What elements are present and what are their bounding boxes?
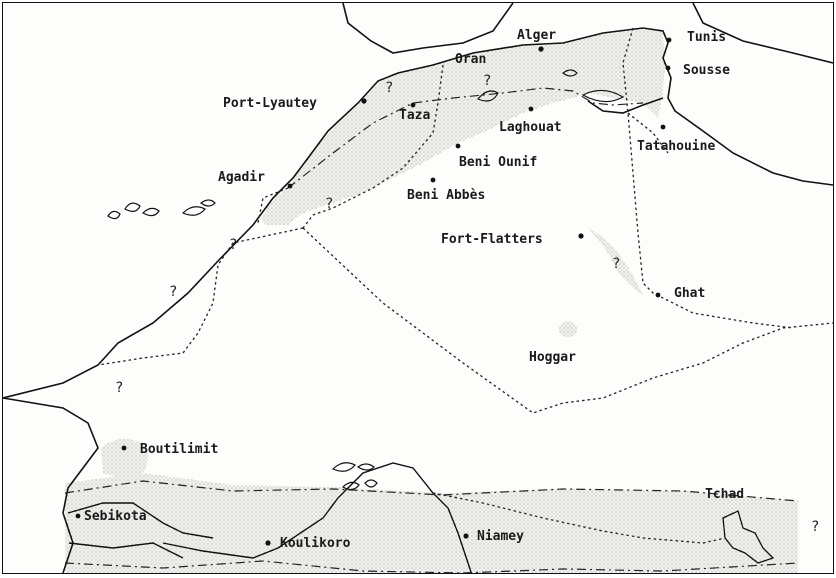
label-beni-abbes: Beni Abbès — [407, 188, 485, 203]
label-sebikota: Sebikota — [84, 509, 147, 524]
label-taza: Taza — [399, 108, 430, 123]
city-dot-ghat — [655, 292, 661, 298]
question-mark: ? — [325, 196, 333, 212]
label-alger: Alger — [517, 28, 556, 43]
lake-chad — [722, 510, 775, 564]
senegal-river — [67, 502, 214, 539]
city-dot-taza — [410, 102, 416, 108]
city-dot-alger — [538, 46, 544, 52]
question-mark: ? — [811, 519, 819, 535]
stippled-region-fort-flatters — [588, 228, 643, 295]
label-ghat: Ghat — [674, 286, 705, 301]
border-sahara-west — [97, 227, 304, 366]
border-algeria-morocco — [302, 64, 444, 229]
coastline-west-africa — [3, 397, 99, 573]
city-dot-sebikota — [75, 513, 81, 519]
limit-line-sahel-north — [64, 480, 799, 502]
coastline-atlantic-maghreb — [3, 27, 833, 399]
border-libya — [622, 27, 794, 329]
question-mark: ? — [385, 80, 393, 96]
question-mark: ? — [169, 284, 177, 300]
stippled-region-sahel — [65, 473, 798, 573]
city-dot-boutilimit — [121, 445, 127, 451]
niger-inland-lakes — [331, 462, 378, 491]
label-oran: Oran — [455, 52, 486, 67]
city-dot-niamey — [463, 533, 469, 539]
city-dot-laghouat — [528, 106, 534, 112]
coastline-iberia — [342, 3, 514, 54]
label-agadir: Agadir — [218, 170, 265, 185]
question-mark: ? — [115, 380, 123, 396]
label-sousse: Sousse — [683, 63, 730, 78]
stippled-region-north — [261, 28, 665, 225]
question-mark: ? — [612, 256, 620, 272]
city-dot-tunis — [666, 37, 672, 43]
label-beni-ounif: Beni Ounif — [459, 155, 537, 170]
border-algeria-mali — [302, 227, 833, 414]
label-laghouat: Laghouat — [499, 120, 562, 135]
question-mark: ? — [483, 73, 491, 89]
label-tchad: Tchad — [705, 487, 744, 502]
chotts — [477, 69, 625, 103]
city-dot-sousse — [665, 65, 671, 71]
city-dot-fort-flatters — [578, 233, 584, 239]
label-tatahouine: Tatahouine — [637, 139, 715, 154]
city-dot-tatahouine — [660, 124, 666, 130]
limit-line-sahel-south — [64, 560, 799, 573]
label-fort-flatters: Fort-Flatters — [441, 232, 543, 247]
question-mark: ? — [229, 237, 237, 253]
city-dot-beni-ounif — [455, 143, 461, 149]
city-dot-agadir — [287, 183, 293, 189]
label-hoggar: Hoggar — [529, 350, 576, 365]
canary-islands — [107, 199, 216, 220]
stippled-region-boutilimit — [101, 439, 148, 477]
border-mali-niger — [432, 492, 726, 544]
gambia-river — [68, 542, 184, 559]
stippled-region-hoggar — [559, 321, 577, 337]
niger-river — [162, 462, 473, 573]
coastline-gulf-gabes — [587, 97, 664, 114]
coastline-sicily-italy — [692, 3, 833, 64]
label-port-lyautey: Port-Lyautey — [223, 96, 317, 111]
city-dot-koulikoro — [265, 540, 271, 546]
label-niamey: Niamey — [477, 529, 524, 544]
label-boutilimit: Boutilimit — [140, 442, 218, 457]
label-koulikoro: Koulikoro — [280, 536, 351, 551]
city-dot-port-lyautey — [361, 98, 367, 104]
map-canvas: Alger Oran Tunis Sousse Port-Lyautey Taz… — [3, 3, 833, 573]
label-tunis: Tunis — [687, 30, 726, 45]
limit-line-north — [287, 87, 644, 189]
city-dot-beni-abbes — [430, 177, 436, 183]
